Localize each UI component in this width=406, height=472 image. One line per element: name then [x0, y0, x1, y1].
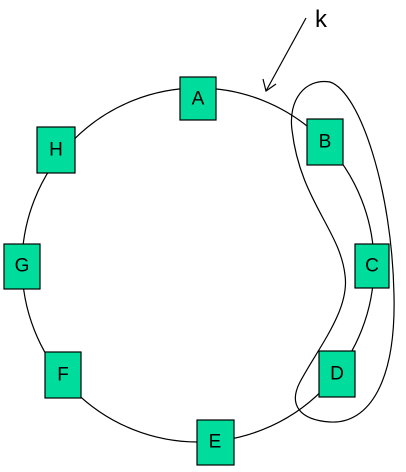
replica-group-outline [290, 80, 395, 423]
key-label: k [315, 6, 328, 33]
node-d-label: D [330, 364, 344, 385]
node-g-label: G [15, 256, 30, 277]
node-b-label: B [319, 132, 332, 153]
node-e: E [196, 419, 235, 466]
node-a: A [179, 76, 217, 121]
node-d: D [318, 350, 356, 398]
node-g: G [3, 243, 41, 290]
node-e-label: E [209, 432, 222, 453]
key-pointer-arrow [262, 17, 307, 92]
node-f-label: F [57, 365, 69, 386]
node-c: C [354, 243, 390, 289]
node-b: B [306, 118, 344, 166]
node-f: F [44, 351, 82, 399]
node-a-label: A [192, 89, 205, 110]
node-h: H [36, 126, 76, 174]
node-c-label: C [365, 256, 379, 277]
node-h-label: H [49, 140, 63, 161]
